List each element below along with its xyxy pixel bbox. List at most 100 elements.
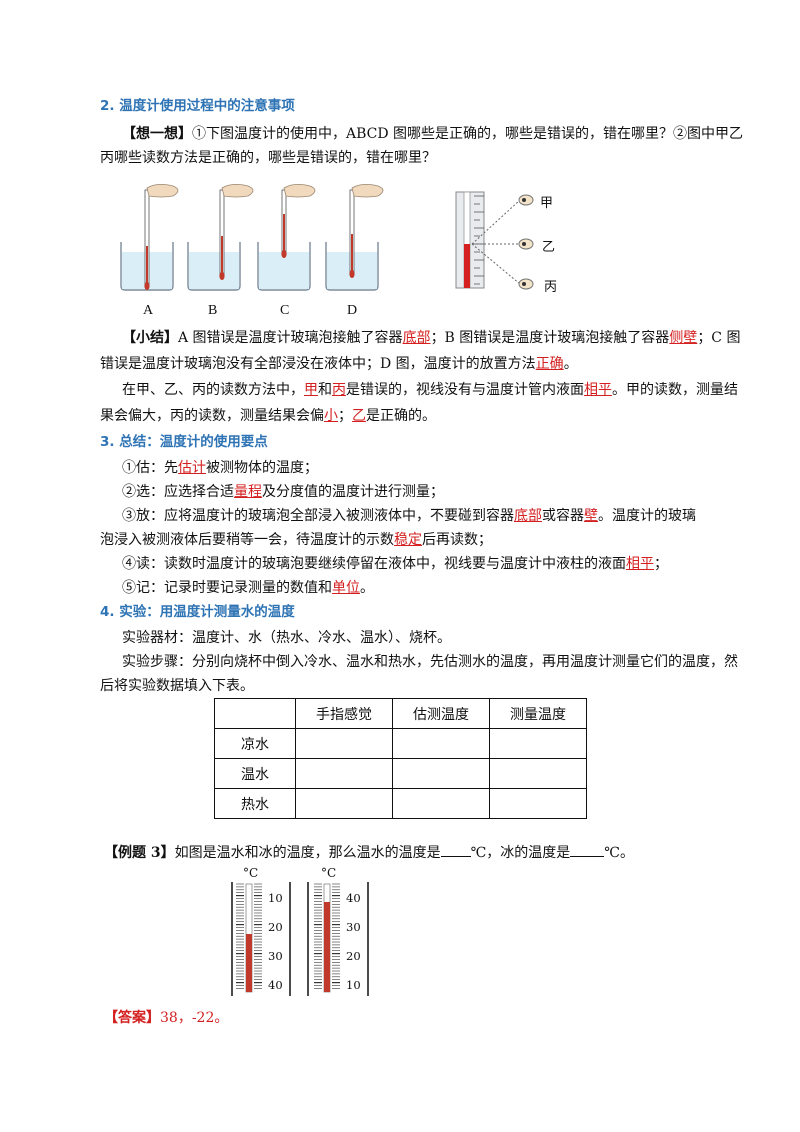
thermometer-bulb: [349, 270, 355, 278]
table-row-label: 热水: [214, 788, 296, 819]
section-4-heading: 4. 实验：用温度计测量水的温度: [100, 604, 295, 620]
answer-text: 相平: [584, 382, 612, 398]
answer-text: 正确: [535, 356, 564, 372]
think-question-line1: 【想一想】①下图温度计的使用中，ABCD 图哪些是正确的，哪些是错误的，错在哪里…: [122, 124, 743, 144]
thermometer-bulb: [281, 250, 287, 258]
example-text: ℃。: [604, 845, 634, 861]
eye-icon: [518, 278, 534, 290]
beaker-figure: [120, 184, 384, 291]
thermometer-bulb: [144, 282, 150, 290]
answer-text: 量程: [234, 484, 262, 500]
tick-label-left: 30: [268, 949, 283, 963]
tip-text: 泡浸入被测液体后要稍等一会，待温度计的示数: [100, 532, 394, 548]
tip-record: ⑤记：记录时要记录测量的数值和单位。: [122, 578, 374, 598]
beaker-label-d: D: [347, 303, 358, 318]
answer-text: 小: [324, 408, 338, 424]
summary-line2: 错误是温度计玻璃泡没有全部浸没在液体中；D 图，温度计的放置方法正确。: [100, 354, 578, 374]
tip-text: ③放：应将温度计的玻璃泡全部浸入被测液体中，不要碰到容器: [122, 508, 514, 524]
beaker-label-c: C: [280, 303, 290, 318]
answer-text: 相平: [626, 556, 654, 572]
eye-icon: [518, 194, 534, 206]
tip-text: 及分度值的温度计进行测量；: [262, 484, 444, 500]
summary-text: 在甲、乙、丙的读数方法中，: [122, 382, 304, 398]
example-tag: 【例题 3】: [104, 845, 175, 861]
table-header-cell: 估测温度: [392, 698, 490, 729]
table-cell: [392, 728, 490, 759]
summary-tag: 【小结】: [122, 330, 178, 346]
answer-tag: 【答案】: [104, 1010, 160, 1026]
summary-text: A 图错误是温度计玻璃泡接触了容器: [178, 330, 403, 346]
liquid-column-right: [324, 902, 330, 992]
experiment-materials: 实验器材：温度计、水（热水、冷水、温水）、烧杯。: [122, 630, 451, 646]
tick-label-left: 20: [268, 920, 283, 934]
tip-text: ⑤记：记录时要记录测量的数值和: [122, 580, 332, 596]
summary-line4: 果会偏大，丙的读数，测量结果会偏小；乙是正确的。: [100, 406, 436, 426]
beaker: [257, 242, 311, 291]
hand-icon: [221, 184, 254, 198]
tick-label-right: 40: [346, 891, 361, 905]
answer-text: 壁: [584, 508, 598, 524]
water: [259, 252, 309, 289]
thermometer-bulb: [219, 272, 225, 280]
hand-icon: [351, 184, 384, 198]
think-text: ①下图温度计的使用中，ABCD 图哪些是正确的，哪些是错误的，错在哪里？②图中甲…: [192, 126, 744, 142]
answer-text: 甲: [304, 382, 318, 398]
summary-text: 错误是温度计玻璃泡没有全部浸没在液体中；D 图，温度计的放置方法: [100, 356, 536, 372]
summary-text: 和: [318, 382, 332, 398]
example-text: 如图是温水和冰的温度，那么温水的温度是: [174, 845, 441, 861]
experiment-table: 手指感觉 估测温度 测量温度 凉水 温水 热水: [214, 698, 587, 819]
summary-text: ；: [338, 408, 352, 424]
answer-blank: [440, 842, 471, 857]
table-cell: [489, 728, 587, 759]
eye-label-yi: 乙: [542, 239, 556, 254]
tip-text: ④读：读数时温度计的玻璃泡要继续停留在液体中，视线要与温度计中液柱的液面: [122, 556, 626, 572]
table-row: 热水: [214, 788, 587, 819]
summary-text: 。: [563, 356, 578, 372]
summary-text: 果会偏大，丙的读数，测量结果会偏: [100, 408, 324, 424]
tip-text: ①估：先: [122, 460, 178, 476]
hand-icon: [146, 184, 179, 198]
liquid-column: [464, 244, 470, 288]
tip-text: 后再读数；: [422, 532, 492, 548]
answer-text: 丙: [332, 382, 346, 398]
hand-icon: [283, 184, 316, 198]
table-row-label: 温水: [214, 758, 296, 789]
example-3-question: 【例题 3】如图是温水和冰的温度，那么温水的温度是 ℃，冰的温度是 ℃。: [104, 842, 634, 863]
table-cell: [295, 728, 393, 759]
experiment-steps-line2: 后将实验数据填入下表。: [100, 678, 254, 694]
tick-label-left: 40: [268, 978, 283, 992]
answer-text: 侧壁: [669, 330, 698, 346]
table-header-row: 手指感觉 估测温度 测量温度: [214, 698, 587, 729]
table-row-label: 凉水: [214, 728, 296, 759]
answer-blank: [570, 842, 605, 857]
tip-text: 。: [360, 580, 374, 596]
tip-text: 或容器: [542, 508, 584, 524]
table-cell: [295, 758, 393, 789]
tip-place-line2: 泡浸入被测液体后要稍等一会，待温度计的示数稳定后再读数；: [100, 530, 492, 550]
tick-label-right: 20: [346, 949, 361, 963]
example-text: ℃，冰的温度是: [470, 845, 571, 861]
unit-label-right: °C: [321, 866, 337, 880]
table-cell: [489, 788, 587, 819]
tick-label-right: 30: [346, 920, 361, 934]
eye-icon: [518, 238, 534, 250]
table-row: 温水: [214, 758, 587, 789]
tip-select: ②选：应选择合适量程及分度值的温度计进行测量；: [122, 482, 444, 502]
summary-text: 是正确的。: [366, 408, 436, 424]
answer-line: 【答案】38，-22。: [104, 1008, 228, 1028]
section-3-heading: 3. 总结：温度计的使用要点: [100, 434, 268, 450]
beaker: [325, 242, 379, 291]
summary-text: 。甲的读数，测量结: [612, 382, 738, 398]
eye-label-jia: 甲: [540, 195, 554, 210]
answer-text: 稳定: [394, 532, 422, 548]
liquid-column-left: [246, 934, 252, 992]
summary-text: ；C 图: [697, 330, 741, 346]
summary-text: ；B 图错误是温度计玻璃泡接触了容器: [430, 330, 670, 346]
answer-text: 底部: [514, 508, 542, 524]
table-row: 凉水: [214, 728, 587, 759]
table-cell: [392, 788, 490, 819]
answer-text: 单位: [332, 580, 360, 596]
tip-text: ；: [654, 556, 668, 572]
table-cell: [489, 758, 587, 789]
table-cell: [392, 758, 490, 789]
